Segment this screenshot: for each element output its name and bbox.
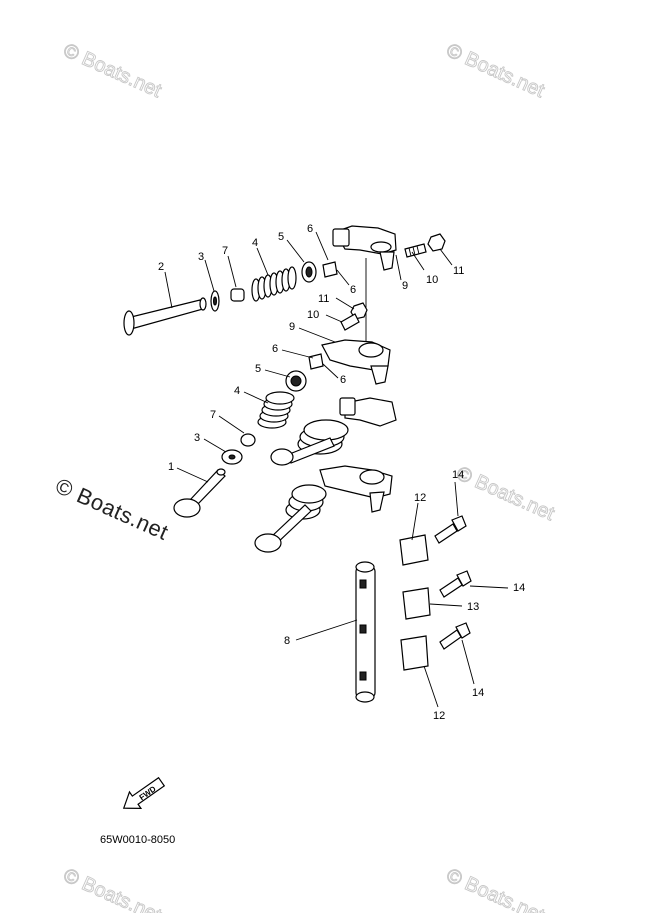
callout-11-upper: 11 xyxy=(453,265,464,277)
watermark-mid-right: © Boats.net xyxy=(453,462,559,526)
shaft-bracket-lower xyxy=(400,635,429,671)
callout-14-lower: 14 xyxy=(472,687,484,699)
assembled-rocker-lower xyxy=(254,465,393,553)
callout-3-middle: 3 xyxy=(194,432,200,444)
callout-6-middle-b: 6 xyxy=(340,374,346,386)
callout-9-middle: 9 xyxy=(289,321,295,333)
stem-seal-middle xyxy=(240,433,256,447)
callout-4-middle: 4 xyxy=(234,385,240,397)
svg-text:© Boats.net: © Boats.net xyxy=(443,864,548,913)
stem-seal-upper xyxy=(230,288,245,302)
callout-6-middle: 6 xyxy=(272,343,278,355)
valve-collet-upper xyxy=(322,261,338,278)
rocker-shaft xyxy=(355,561,376,703)
callout-6-upper-b: 6 xyxy=(350,284,356,296)
shaft-bracket-middle xyxy=(402,587,431,620)
callout-4-upper: 4 xyxy=(252,237,258,249)
valve-collet-middle xyxy=(308,353,324,370)
callout-14-middle: 14 xyxy=(513,582,525,594)
callout-9-upper: 9 xyxy=(402,280,408,292)
bolt-middle xyxy=(439,570,472,598)
callout-10-middle: 10 xyxy=(307,309,319,321)
valve-lower xyxy=(173,468,226,518)
rocker-arm-middle xyxy=(321,339,391,385)
adjusting-screw-middle xyxy=(340,313,360,331)
callout-13: 13 xyxy=(467,601,479,613)
bolt-lower xyxy=(439,622,471,650)
callout-11-middle: 11 xyxy=(318,293,329,305)
callout-12-upper: 12 xyxy=(414,492,426,504)
adjusting-screw-top xyxy=(404,243,427,258)
shaft-bracket-upper xyxy=(399,534,429,566)
callout-1: 1 xyxy=(168,461,174,473)
svg-text:© Boats.net: © Boats.net xyxy=(60,39,165,102)
rocker-arm-top xyxy=(332,225,397,271)
spring-retainer-middle xyxy=(285,370,307,392)
watermark-bottom-right: © Boats.net xyxy=(443,864,549,913)
callout-8: 8 xyxy=(284,635,290,647)
callout-14-upper: 14 xyxy=(452,469,464,481)
callout-6-upper: 6 xyxy=(307,223,313,235)
callout-labels: 2 3 7 4 5 6 6 9 10 11 11 10 9 6 6 5 4 7 … xyxy=(158,223,525,722)
fwd-arrow-icon: FWD xyxy=(122,776,166,809)
spring-seat-middle xyxy=(221,449,243,465)
assembled-rocker-upper xyxy=(270,397,397,466)
valve-upper xyxy=(123,297,207,336)
callout-10-upper: 10 xyxy=(426,274,438,286)
svg-text:© Boats.net: © Boats.net xyxy=(60,864,165,913)
callout-7-middle: 7 xyxy=(210,409,216,421)
callout-2: 2 xyxy=(158,261,164,273)
spring-seat-upper xyxy=(210,290,220,312)
bolt-upper xyxy=(434,515,467,544)
callout-12-lower: 12 xyxy=(433,710,445,722)
watermark-bottom-left: © Boats.net xyxy=(60,864,166,913)
valve-spring-upper xyxy=(251,266,297,302)
diagram-code: 65W0010-8050 xyxy=(100,834,176,846)
valve-spring-middle xyxy=(257,391,295,429)
lock-nut-top xyxy=(427,233,446,252)
callout-3-upper: 3 xyxy=(198,251,204,263)
watermark-top-left: © Boats.net xyxy=(60,39,166,103)
callout-5-middle: 5 xyxy=(255,363,261,375)
svg-text:© Boats.net: © Boats.net xyxy=(453,462,558,525)
watermark-top-right: © Boats.net xyxy=(443,39,549,103)
svg-text:© Boats.net: © Boats.net xyxy=(443,39,548,102)
callout-7-upper: 7 xyxy=(222,245,228,257)
leader-lines xyxy=(164,231,509,708)
callout-5-upper: 5 xyxy=(278,231,284,243)
spring-retainer-upper xyxy=(301,261,317,283)
